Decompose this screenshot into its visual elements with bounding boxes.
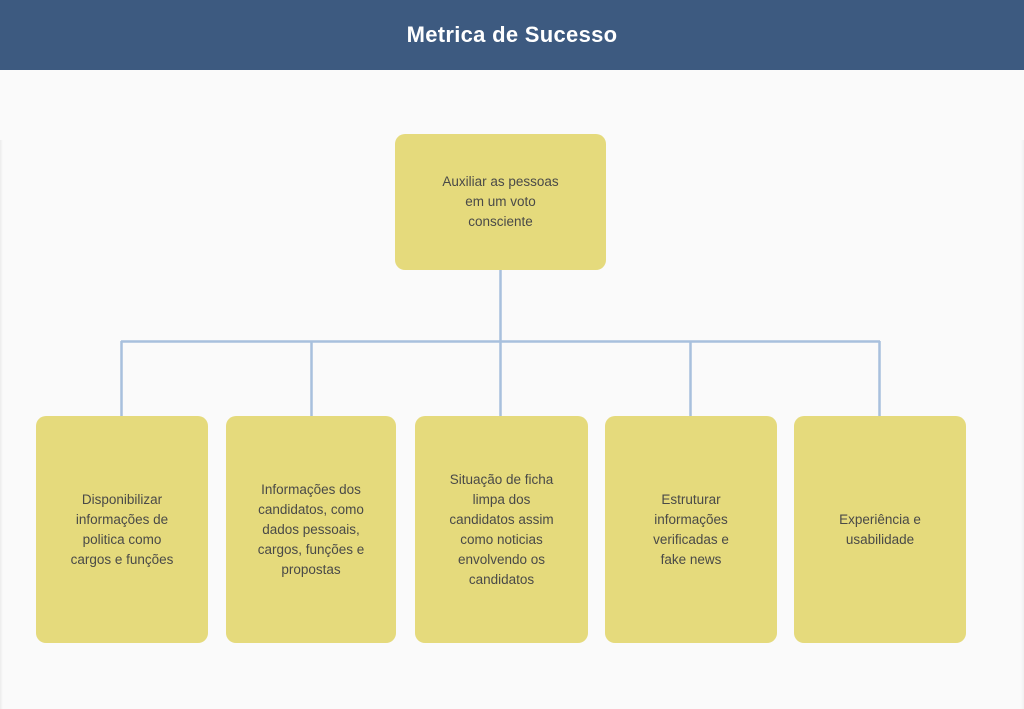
page-title: Metrica de Sucesso [406,22,618,47]
node-label: Informações dos candidatos, como dados p… [257,481,365,577]
node-label: Disponibilizar informações de politica c… [70,491,174,567]
node-root-label: Auxiliar as pessoas em um voto conscient… [442,174,559,229]
node-disponibilizar-informacoes[interactable]: Disponibilizar informações de politica c… [36,416,208,643]
node-experiencia-usabilidade[interactable]: Experiência e usabilidade [794,416,966,643]
node-informacoes-candidatos[interactable]: Informações dos candidatos, como dados p… [226,416,396,643]
node-situacao-ficha-limpa[interactable]: Situação de ficha limpa dos candidatos a… [415,416,588,643]
node-label: Estruturar informações verificadas e fak… [653,491,729,567]
header-bar: Metrica de Sucesso [0,0,1024,70]
node-estruturar-informacoes[interactable]: Estruturar informações verificadas e fak… [605,416,777,643]
page-left-edge [0,140,3,709]
node-root[interactable]: Auxiliar as pessoas em um voto conscient… [395,134,606,270]
connector-layer [120,270,881,416]
diagram-canvas: Auxiliar as pessoas em um voto conscient… [0,70,1024,709]
node-label: Situação de ficha limpa dos candidatos a… [449,471,554,587]
page-right-edge [1021,140,1024,709]
node-label: Experiência e usabilidade [839,511,921,547]
